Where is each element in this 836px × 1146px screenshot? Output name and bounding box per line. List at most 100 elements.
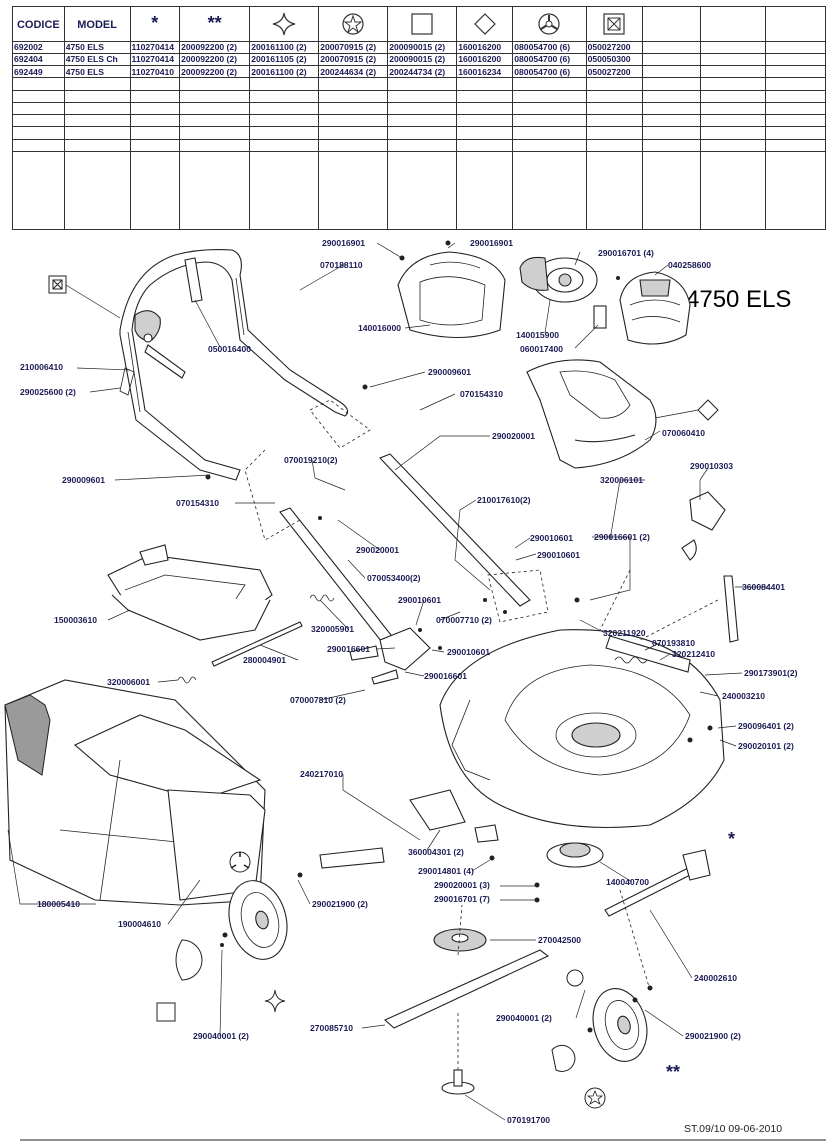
blade-adapter xyxy=(546,842,604,868)
header-star: * xyxy=(129,6,181,42)
table-row: 692449 4750 ELS 110270410 200092200 (2) … xyxy=(12,65,827,79)
svg-text:070154310: 070154310 xyxy=(460,389,503,399)
svg-text:210006410: 210006410 xyxy=(20,362,63,372)
grass-bag xyxy=(4,679,266,906)
circled-star-icon xyxy=(318,6,389,42)
svg-text:290016601: 290016601 xyxy=(327,644,370,654)
boxed-x-icon xyxy=(585,6,643,42)
svg-text:290021900 (2): 290021900 (2) xyxy=(685,1031,741,1041)
svg-text:290016901: 290016901 xyxy=(322,238,365,248)
footer-date: ST.09/10 09-06-2010 xyxy=(684,1123,782,1135)
part-labels: 290016901 290016901 070188110 140016000 … xyxy=(20,238,798,1125)
cell: 160016200 xyxy=(456,40,514,54)
cell: 050027200 xyxy=(585,65,643,79)
cell: 200161100 (2) xyxy=(249,65,320,79)
svg-text:070060410: 070060410 xyxy=(662,428,705,438)
cell xyxy=(764,65,827,79)
table-row: 692404 4750 ELS Ch 110270414 200092200 (… xyxy=(12,52,827,67)
svg-text:050016400: 050016400 xyxy=(208,344,251,354)
square-icon xyxy=(156,1002,176,1022)
table-row-empty xyxy=(12,150,827,231)
svg-text:290016701 (4): 290016701 (4) xyxy=(598,248,654,258)
spring-bottom xyxy=(177,676,197,684)
svg-text:140040700: 140040700 xyxy=(606,877,649,887)
cell xyxy=(699,52,766,67)
blade xyxy=(384,949,550,1029)
header-codice: CODICE xyxy=(12,6,65,42)
double-star-marker: ** xyxy=(666,1062,680,1082)
svg-text:210017610(2): 210017610(2) xyxy=(477,495,531,505)
star-marker: * xyxy=(728,829,735,849)
exploded-view-drawing: 4750 ELS xyxy=(4,238,826,1141)
header-double-star: ** xyxy=(179,6,251,42)
svg-text:320211920: 320211920 xyxy=(603,628,646,638)
diamond-icon xyxy=(697,399,719,421)
model-title: 4750 ELS xyxy=(686,286,791,313)
svg-text:290020001 (3): 290020001 (3) xyxy=(434,880,490,890)
svg-text:320005901: 320005901 xyxy=(311,624,354,634)
wheel-icon-right xyxy=(566,969,584,987)
cell: 110270410 xyxy=(129,65,181,79)
svg-text:240217010: 240217010 xyxy=(300,769,343,779)
svg-text:240002610: 240002610 xyxy=(694,973,737,983)
svg-text:290020001: 290020001 xyxy=(356,545,399,555)
svg-text:290173901(2): 290173901(2) xyxy=(744,668,798,678)
boxed-x-icon xyxy=(48,275,121,319)
svg-text:290009601: 290009601 xyxy=(428,367,471,377)
cell: 200244734 (2) xyxy=(387,65,458,79)
rear-rod xyxy=(211,621,303,667)
square-icon xyxy=(387,6,458,42)
handle-assembly xyxy=(119,249,349,481)
grass-bag-top xyxy=(107,544,273,641)
svg-text:070019210(2): 070019210(2) xyxy=(284,455,338,465)
svg-text:240003210: 240003210 xyxy=(722,691,765,701)
header-empty-2 xyxy=(699,6,766,42)
cell xyxy=(699,40,766,54)
svg-text:290014801 (4): 290014801 (4) xyxy=(418,866,474,876)
svg-text:190004610: 190004610 xyxy=(118,919,161,929)
cell: 200092200 (2) xyxy=(179,52,251,67)
rear-axle xyxy=(604,849,711,917)
table-row-empty xyxy=(12,126,827,140)
svg-text:070193810: 070193810 xyxy=(652,638,695,648)
svg-text:290009601: 290009601 xyxy=(62,475,105,485)
table-row: 692002 4750 ELS 110270414 200092200 (2) … xyxy=(12,40,827,54)
screws xyxy=(205,240,713,1033)
mower-deck xyxy=(439,629,725,829)
rear-wheel-bracket xyxy=(409,789,466,831)
cell: 200092200 (2) xyxy=(179,40,251,54)
svg-text:270085710: 270085710 xyxy=(310,1023,353,1033)
bushing xyxy=(319,847,385,869)
svg-text:280004901: 280004901 xyxy=(243,655,286,665)
svg-text:290020101 (2): 290020101 (2) xyxy=(738,741,794,751)
svg-text:140015900: 140015900 xyxy=(516,330,559,340)
table-row-empty xyxy=(12,101,827,116)
fan-impeller xyxy=(433,928,487,952)
cell: 692404 xyxy=(12,52,65,67)
cell xyxy=(641,65,701,79)
motor-assembly xyxy=(519,256,691,345)
cell: 200161100 (2) xyxy=(249,40,320,54)
svg-text:320006101: 320006101 xyxy=(600,475,643,485)
cell xyxy=(764,52,827,67)
svg-text:360084401: 360084401 xyxy=(742,582,785,592)
svg-text:290040001 (2): 290040001 (2) xyxy=(193,1031,249,1041)
hub-cap xyxy=(175,939,203,981)
cell: 200090015 (2) xyxy=(387,52,458,67)
svg-text:290010601: 290010601 xyxy=(447,647,490,657)
svg-text:290020001: 290020001 xyxy=(492,431,535,441)
front-left-wheel xyxy=(228,880,288,960)
cell xyxy=(699,65,766,79)
svg-text:290010601: 290010601 xyxy=(398,595,441,605)
svg-text:290040001 (2): 290040001 (2) xyxy=(496,1013,552,1023)
cell: 4750 ELS xyxy=(63,65,131,79)
table-row-empty xyxy=(12,138,827,152)
cell xyxy=(641,52,701,67)
cross-star-icon xyxy=(264,989,286,1013)
leader-lines xyxy=(7,242,768,1121)
cell: 692002 xyxy=(12,40,65,54)
svg-text:290096401 (2): 290096401 (2) xyxy=(738,721,794,731)
cell: 200070915 (2) xyxy=(318,40,389,54)
svg-text:290016901: 290016901 xyxy=(470,238,513,248)
cross-star-icon xyxy=(249,6,320,42)
